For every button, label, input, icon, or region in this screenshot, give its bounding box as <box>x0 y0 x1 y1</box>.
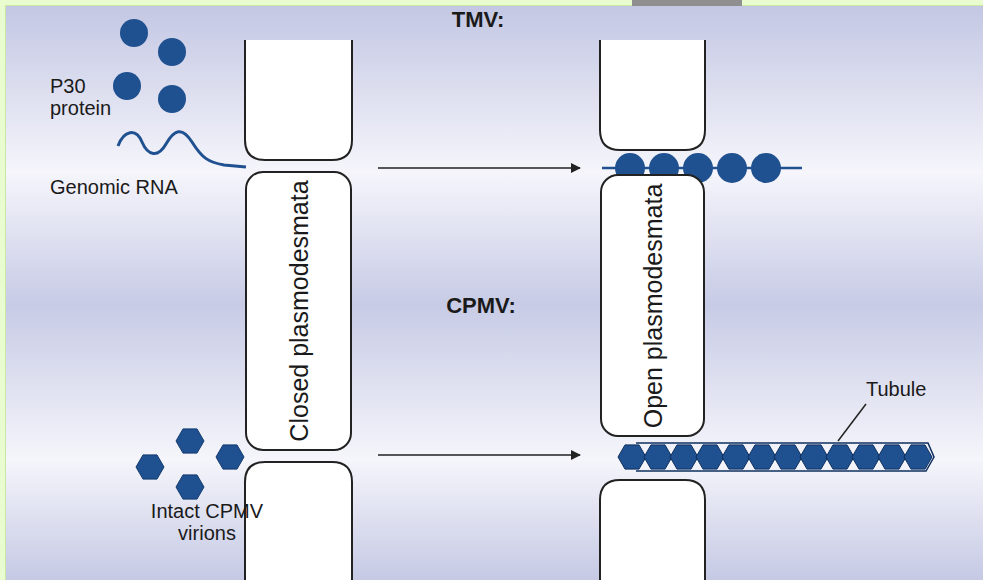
section-heading: CPMV: <box>436 294 526 319</box>
p30-protein <box>120 19 148 47</box>
rna-strand <box>118 132 246 167</box>
cell-wall <box>245 40 352 160</box>
part-label: Genomic RNA <box>50 176 200 198</box>
virion <box>670 445 698 469</box>
virion <box>774 445 802 469</box>
p30-protein <box>751 153 781 183</box>
virion <box>826 445 854 469</box>
cell-wall <box>600 40 705 150</box>
virion <box>748 445 776 469</box>
plasmodesma-wall: Open plasmodesmata <box>600 174 705 437</box>
part-label: Tubule <box>866 378 956 400</box>
virion <box>878 445 906 469</box>
p30-protein <box>113 72 141 100</box>
virion <box>904 445 932 469</box>
background-panel <box>5 5 983 580</box>
transition-arrow <box>378 167 580 169</box>
virion <box>176 475 204 499</box>
p30-protein <box>717 153 747 183</box>
tubule-virions <box>618 445 932 469</box>
virion-group <box>136 429 244 499</box>
photo-strip <box>632 0 742 6</box>
wall-label: Open plasmodesmata <box>638 183 667 428</box>
virion <box>618 445 646 469</box>
virion <box>176 429 204 453</box>
wall-label: Closed plasmodesmata <box>284 180 313 441</box>
transition-arrow <box>378 454 580 456</box>
virion <box>216 445 244 469</box>
plasmodesma-wall: Closed plasmodesmata <box>245 171 352 450</box>
leader-line <box>838 404 866 441</box>
tubule-outline <box>636 443 934 471</box>
section-heading: TMV: <box>436 8 520 33</box>
part-label: P30 protein <box>50 75 130 120</box>
p30-protein <box>158 38 186 66</box>
virion <box>696 445 724 469</box>
virion <box>722 445 750 469</box>
virion <box>852 445 880 469</box>
virion <box>800 445 828 469</box>
p30-protein <box>158 85 186 113</box>
part-label: Intact CPMV virions <box>146 500 268 545</box>
virion <box>136 455 164 479</box>
virion <box>644 445 672 469</box>
cell-wall <box>600 480 705 580</box>
p30-protein-group <box>113 19 186 113</box>
